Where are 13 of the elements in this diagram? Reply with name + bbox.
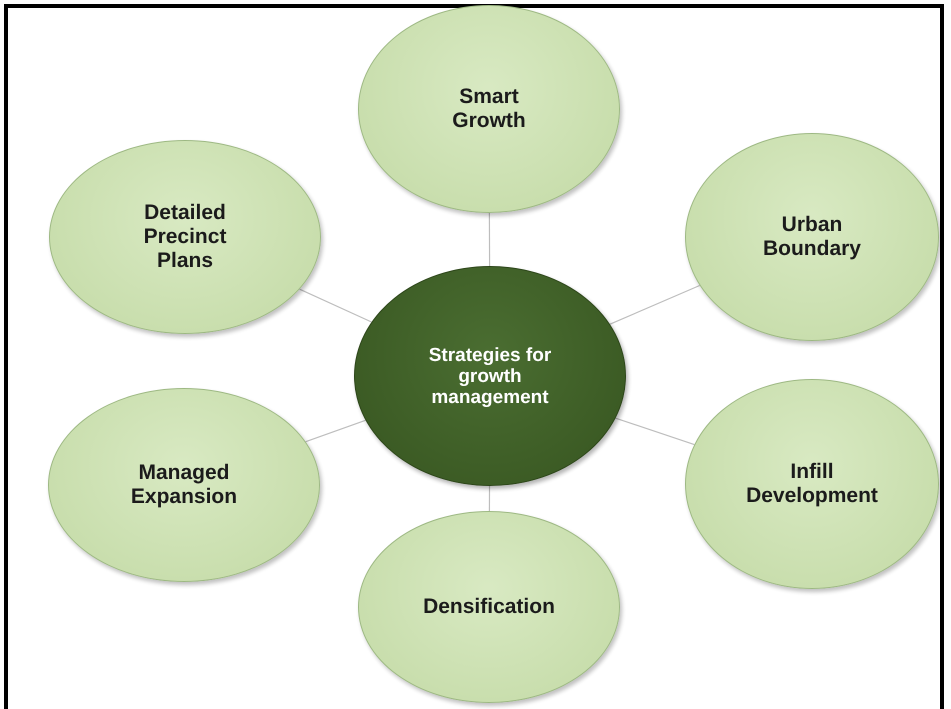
node-label: Managed Expansion <box>130 461 238 509</box>
connector-line <box>305 420 366 442</box>
connector-line <box>299 288 372 323</box>
node-label: Strategies for growth management <box>428 344 552 408</box>
node-label: Smart Growth <box>451 85 527 133</box>
connector-line <box>615 418 694 446</box>
node-label: Densification <box>423 595 555 619</box>
connector-line <box>610 284 700 325</box>
node-label: Detailed Precinct Plans <box>142 201 228 273</box>
node-label: Urban Boundary <box>762 213 862 261</box>
node-label: Infill Development <box>745 460 879 508</box>
connector-line <box>488 486 490 511</box>
connector-line <box>488 213 490 266</box>
